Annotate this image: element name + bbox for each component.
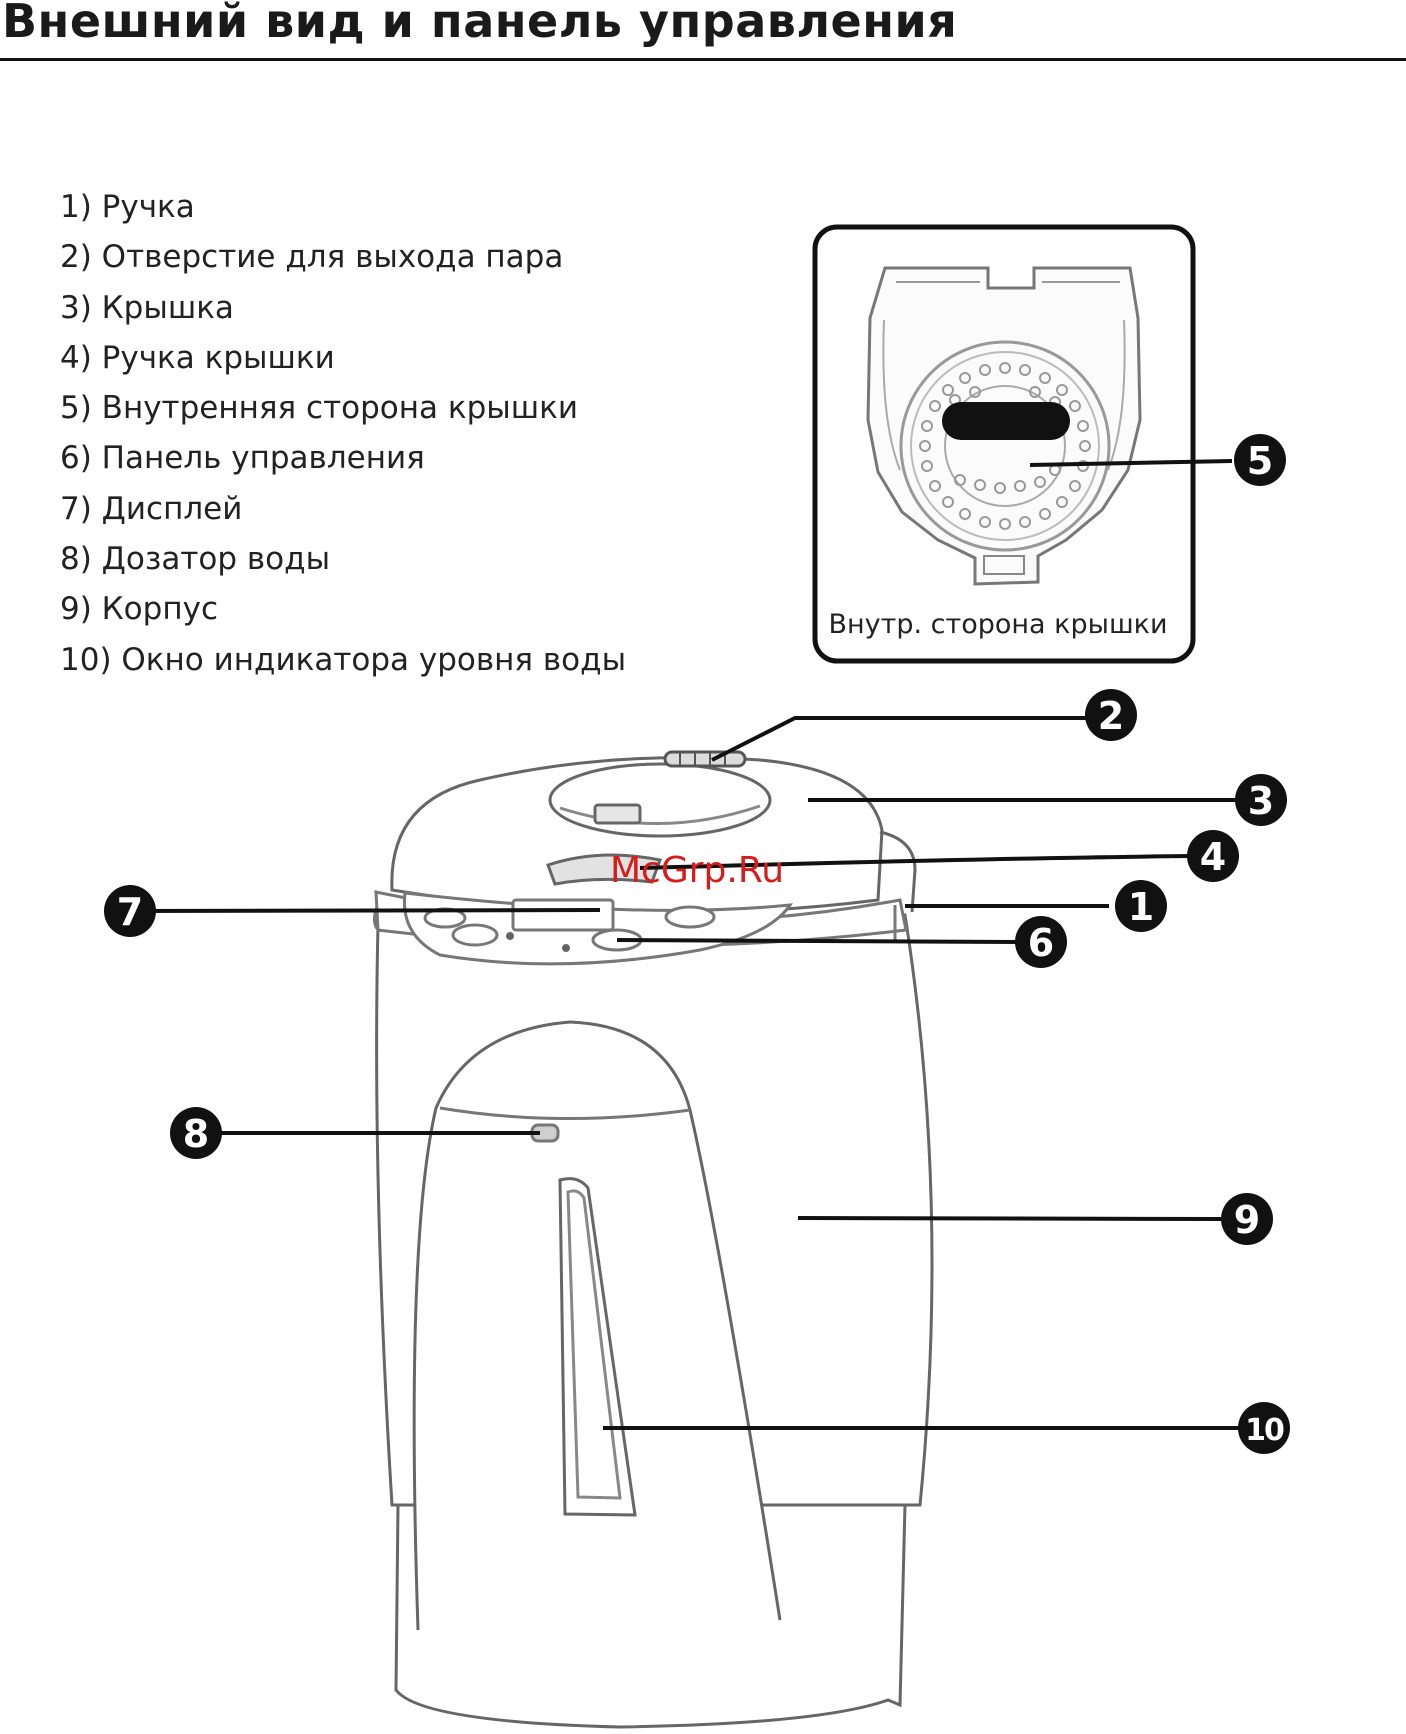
svg-text:6: 6 [1028,921,1054,965]
svg-text:2: 2 [1098,694,1124,738]
svg-text:10: 10 [1245,1413,1284,1448]
callout-7: 7 [104,885,156,937]
lid-inner-inset: Внутр. сторона крышки [815,227,1193,661]
thermopot [374,752,932,1727]
leader-2 [712,718,1110,760]
svg-text:5: 5 [1247,439,1273,483]
svg-text:8: 8 [183,1112,209,1156]
lid-grip-slot [942,402,1070,440]
leader-7 [130,910,600,911]
svg-text:3: 3 [1248,779,1274,823]
inset-caption: Внутр. сторона крышки [828,609,1167,640]
svg-text:9: 9 [1234,1198,1260,1242]
callout-2: 2 [1085,689,1137,741]
callout-6: 6 [1015,916,1067,968]
steam-vent [665,752,745,766]
svg-text:4: 4 [1200,835,1226,879]
svg-text:1: 1 [1128,885,1154,929]
callout-9: 9 [1221,1193,1273,1245]
callout-1: 1 [1115,880,1167,932]
callout-8: 8 [170,1107,222,1159]
display-window [513,900,613,930]
callout-5: 5 [1234,434,1286,486]
svg-text:7: 7 [117,890,143,934]
leader-9 [798,1218,1221,1219]
callout-3: 3 [1235,774,1287,826]
callout-10: 10 [1238,1402,1290,1454]
leader-6 [617,940,1016,942]
watermark-text: McGrp.Ru [610,850,784,891]
callout-4: 4 [1187,830,1239,882]
